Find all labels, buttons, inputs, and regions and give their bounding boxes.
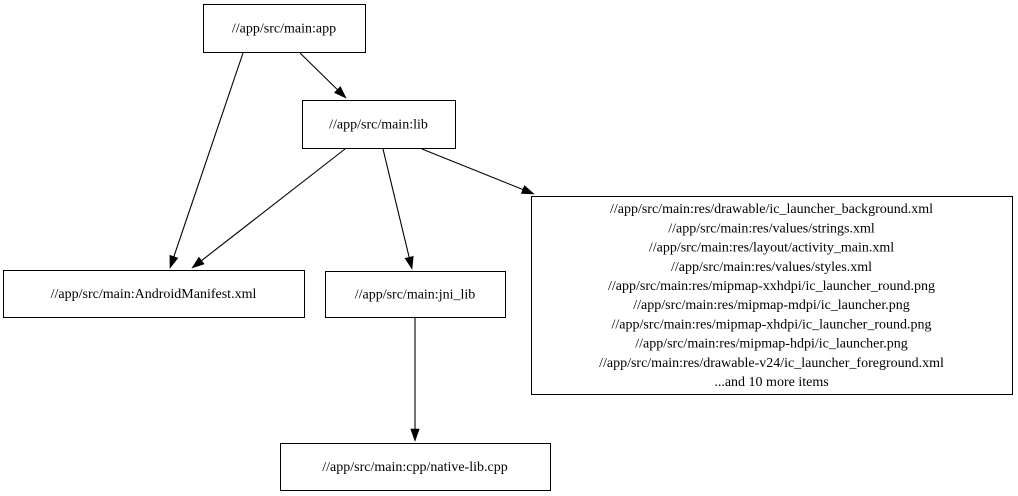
node-lib-label: //app/src/main:lib: [329, 118, 428, 133]
node-androidmanifest-label: //app/src/main:AndroidManifest.xml: [51, 287, 257, 302]
node-app[interactable]: //app/src/main:app: [203, 4, 366, 53]
nodes-layer: //app/src/main:app //app/src/main:lib //ap…: [3, 4, 1013, 491]
edge-app-to-lib: [299, 52, 347, 99]
node-lib-box[interactable]: [302, 100, 456, 149]
edge-app-to-androidmanifest-arrowhead: [169, 254, 179, 269]
node-androidmanifest[interactable]: //app/src/main:AndroidManifest.xml: [3, 270, 305, 318]
edge-jni-lib-to-cpp-arrowhead: [410, 428, 420, 442]
node-lib[interactable]: //app/src/main:lib: [302, 100, 456, 149]
node-res-bundle-box[interactable]: [531, 196, 1013, 395]
edge-jni-lib-to-cpp: [410, 318, 420, 442]
node-res-bundle-label: //app/src/main:res/drawable/ic_launcher_…: [599, 202, 944, 390]
node-app-box[interactable]: [203, 4, 366, 53]
node-androidmanifest-box[interactable]: [3, 270, 305, 318]
node-app-label: //app/src/main:app: [232, 22, 336, 37]
edge-lib-to-androidmanifest: [191, 148, 346, 269]
node-res-bundle[interactable]: //app/src/main:res/drawable/ic_launcher_…: [531, 196, 1013, 395]
edge-lib-to-res-bundle-arrowhead: [520, 185, 535, 195]
edge-lib-to-jni-lib: [382, 148, 414, 270]
edge-lib-to-res-bundle-line: [421, 148, 524, 191]
node-native-lib-cpp[interactable]: //app/src/main:cpp/native-lib.cpp: [280, 443, 551, 491]
edge-app-to-androidmanifest: [169, 52, 244, 269]
edge-app-to-lib-arrowhead: [333, 86, 347, 99]
node-native-lib-cpp-label: //app/src/main:cpp/native-lib.cpp: [322, 460, 507, 475]
edge-app-to-lib-line: [299, 52, 338, 91]
edge-lib-to-jni-lib-line: [382, 148, 410, 258]
node-native-lib-cpp-box[interactable]: [280, 443, 551, 491]
edge-lib-to-androidmanifest-arrowhead: [191, 256, 205, 269]
node-jni-lib-label: //app/src/main:jni_lib: [355, 288, 476, 303]
edge-lib-to-res-bundle: [421, 148, 535, 195]
node-jni-lib[interactable]: //app/src/main:jni_lib: [325, 271, 506, 318]
edge-app-to-androidmanifest-line: [173, 52, 244, 257]
node-jni-lib-box[interactable]: [325, 271, 506, 318]
edge-lib-to-jni-lib-arrowhead: [404, 255, 414, 270]
edge-lib-to-androidmanifest-line: [201, 148, 346, 262]
edges-layer: [169, 52, 535, 442]
